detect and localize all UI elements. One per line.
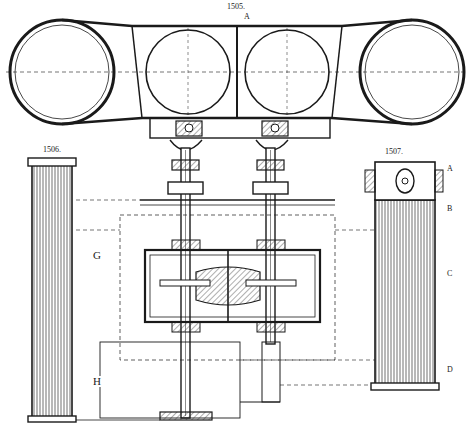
part-letter: A xyxy=(446,165,454,173)
figure-number: 1506. xyxy=(42,146,62,154)
part-letter: C xyxy=(446,270,453,278)
part-letter: H xyxy=(92,376,102,387)
part-letter: A xyxy=(243,13,251,21)
part-letter: B xyxy=(446,205,453,213)
part-letter: G xyxy=(92,250,102,261)
figure-number: 1505. xyxy=(226,3,246,11)
figure-number: 1507. xyxy=(384,148,404,156)
part-letter: D xyxy=(446,366,454,374)
